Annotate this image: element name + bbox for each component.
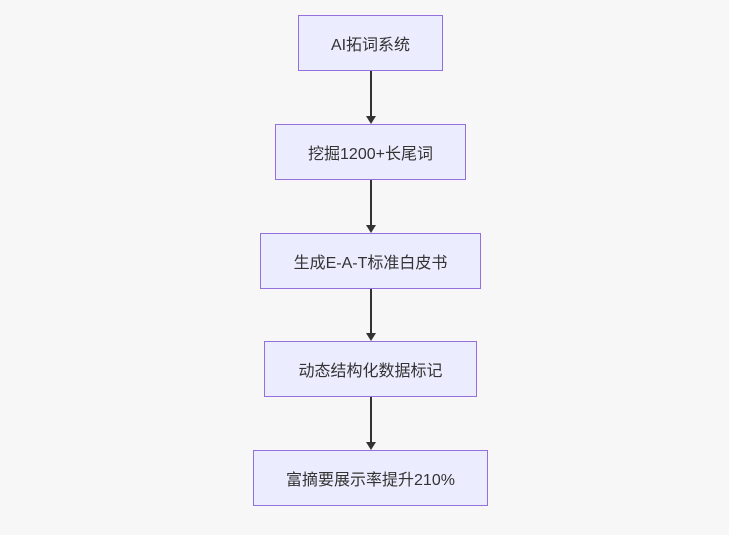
arrowhead-icon (365, 116, 376, 124)
flow-node-label: AI拓词系统 (330, 37, 411, 54)
flow-node-longtail-keywords: 挖掘1200+长尾词 (275, 124, 466, 180)
arrowhead-icon (365, 442, 376, 450)
arrow-down-4 (364, 397, 377, 450)
flow-node-label: 富摘要展示率提升210% (286, 472, 455, 489)
arrow-shaft (369, 180, 372, 225)
arrowhead-icon (365, 333, 376, 341)
flow-node-structured-data-markup: 动态结构化数据标记 (264, 341, 477, 397)
arrow-shaft (369, 397, 372, 442)
flow-node-label: 动态结构化数据标记 (298, 363, 443, 380)
arrow-down-2 (364, 180, 377, 233)
arrow-down-3 (364, 289, 377, 341)
arrow-down-1 (364, 71, 377, 124)
arrow-shaft (369, 71, 372, 116)
arrow-shaft (369, 289, 372, 333)
flow-node-label: 生成E-A-T标准白皮书 (293, 255, 448, 272)
flow-node-rich-snippet-rate: 富摘要展示率提升210% (253, 450, 488, 506)
arrowhead-icon (365, 225, 376, 233)
flow-node-label: 挖掘1200+长尾词 (308, 146, 433, 163)
flow-node-ai-word-expansion-system: AI拓词系统 (298, 15, 443, 71)
flow-node-eat-whitepaper: 生成E-A-T标准白皮书 (260, 233, 481, 289)
